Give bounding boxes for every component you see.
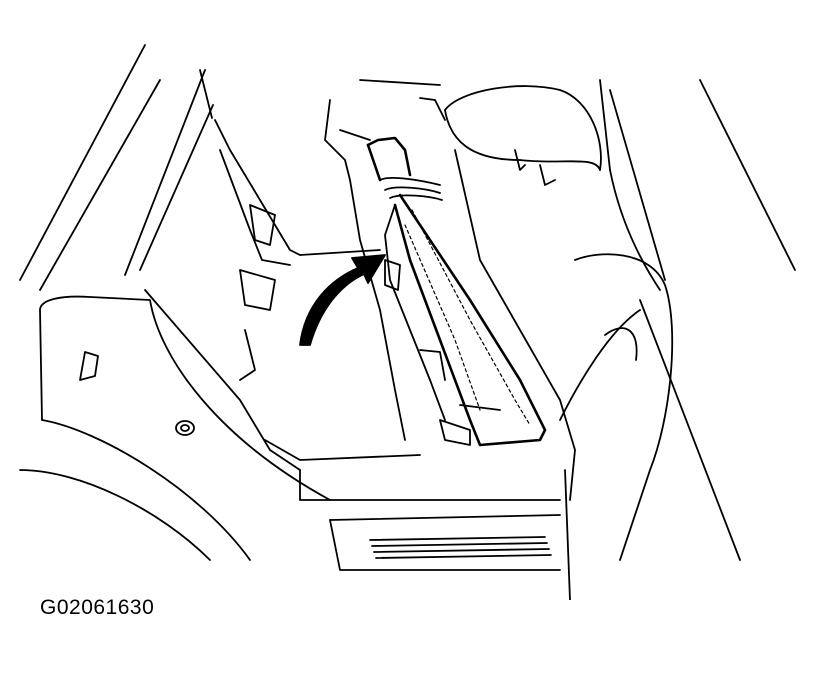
- center-tunnel: [324, 79, 446, 441]
- right-pillar: [639, 79, 796, 561]
- diagram-illustration: [19, 44, 796, 600]
- front-seat: [444, 79, 674, 600]
- left-pillar: [19, 44, 214, 291]
- lower-dash: [144, 119, 561, 571]
- door-panel: [19, 295, 331, 561]
- figure-code: G02061630: [40, 596, 155, 619]
- release-arrow-icon: [299, 254, 386, 346]
- console-ribs: [369, 536, 552, 559]
- parking-brake-lever: [366, 136, 547, 447]
